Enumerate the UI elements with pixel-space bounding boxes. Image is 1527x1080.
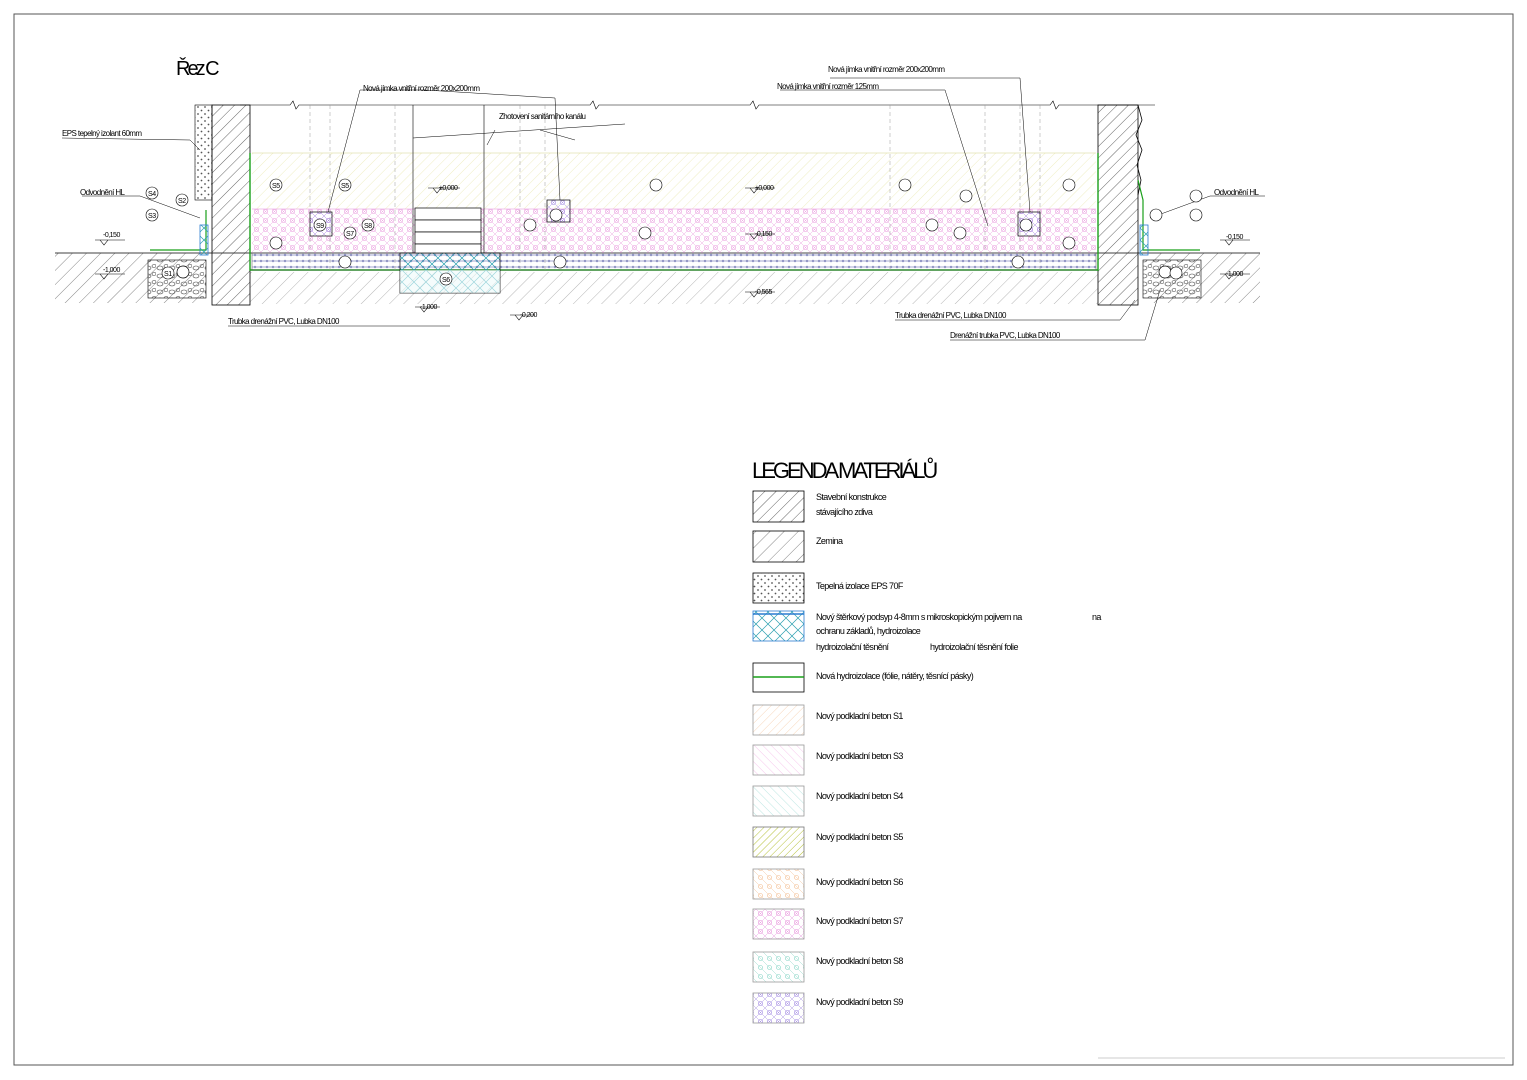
section-drawing [55,77,1265,341]
legend-item-s7: Nový podkladní beton S7 [752,908,904,940]
legend-item-membrane: Nová hydroizolace (fólie, nátěry, těsníc… [752,662,974,693]
svg-text:Stavební konstrukce: Stavební konstrukce [816,492,887,502]
drain-gravel-left [147,259,207,299]
marker-s3: S3 [148,213,156,220]
shaft-label-right-1: Nová jímka vnitřní rozměr 200x200mm [828,65,945,74]
drain-gravel-right [1142,259,1202,299]
eps-label: EPS tepelný izolant 60mm [62,129,142,138]
legend-title: LEGENDA MATERIÁLŮ [752,458,937,483]
svg-text:Nová hydroizolace (fólie, nátě: Nová hydroizolace (fólie, nátěry, těsníc… [816,671,974,681]
pipe-label-right-2: Drenážní trubka PVC, Lubka DN100 [950,331,1061,340]
svg-text:Nový podkladní beton S5: Nový podkladní beton S5 [816,832,903,842]
marker-s1: S1 [164,271,172,278]
marker-s5-a: S5 [272,183,280,190]
annotations: Nová jímka vnitřní rozměr 200x200mm Nová… [62,65,1260,340]
drain-pipe-left [176,265,190,279]
legend-item-soil: Zemina [752,530,844,563]
svg-text:Nový podkladní beton S7: Nový podkladní beton S7 [816,916,903,926]
sheet-border [13,13,1514,1066]
legend: LEGENDA MATERIÁLŮ Stavební konstrukce st… [752,458,1102,1024]
svg-text:Nový podkladní beton S9: Nový podkladní beton S9 [816,997,903,1007]
svg-text:Zemina: Zemina [816,536,843,546]
legend-item-s1: Nový podkladní beton S1 [752,704,904,736]
drain-label-right: Odvodnění HL [1214,188,1260,197]
legend-item-s6: Nový podkladní beton S6 [752,868,904,900]
drain-label-left: Odvodnění HL [80,188,126,197]
marker-s2: S2 [178,198,186,205]
layer-s9 [251,252,1097,271]
layer-s5 [252,153,1096,209]
svg-text:Nový podkladní beton S3: Nový podkladní beton S3 [816,751,903,761]
level-bottom: -0,565 [755,289,772,296]
svg-text:hydroizolační těsnění folie: hydroizolační těsnění folie [930,642,1018,652]
marker-s6: S6 [442,277,450,284]
wall-left [211,104,251,306]
level-pit-right: -0,200 [520,312,537,319]
legend-item-eps: Tepelná izolace EPS 70F [752,572,904,604]
svg-text:hydroizolační těsnění: hydroizolační těsnění [816,642,890,652]
pipe-label-right-1: Trubka drenážní PVC, Lubka DN100 [895,311,1007,320]
level-below-left: -1,000 [103,267,120,274]
channel-label: Zhotovení sanitárního kanálu [499,112,586,121]
wall-right [1097,104,1139,306]
svg-text:Nový podkladní beton S4: Nový podkladní beton S4 [816,791,903,801]
marker-s9: S9 [316,223,324,230]
legend-item-s9: Nový podkladní beton S9 [752,992,904,1024]
svg-text:na: na [1092,612,1101,622]
svg-text:Nový štěrkový podsyp 4-8mm s m: Nový štěrkový podsyp 4-8mm s mikroskopic… [816,612,1022,622]
legend-item-wall: Stavební konstrukce stávajícího zdiva [752,490,887,523]
svg-text:Nový podkladní beton S1: Nový podkladní beton S1 [816,711,903,721]
level-top: ±0,000 [439,185,458,192]
shaft-label-right-2: Nová jímka vnitřní rozměr 125mm [777,82,879,91]
svg-text:Nový podkladní beton S6: Nový podkladní beton S6 [816,877,903,887]
drain-pipe-right [1158,265,1172,279]
shaft-label-left: Nová jímka vnitřní rozměr 200x200mm [363,84,480,93]
marker-s8: S8 [364,223,372,230]
pipe-label-left: Trubka drenážní PVC, Lubka DN100 [228,317,340,326]
level-ground-left: -0,150 [103,232,120,239]
eps-insulation-left [194,104,213,201]
svg-text:Nový podkladní beton S8: Nový podkladní beton S8 [816,956,903,966]
legend-item-s4: Nový podkladní beton S4 [752,785,904,817]
legend-item-s3: Nový podkladní beton S3 [752,744,904,776]
marker-s4: S4 [148,191,156,198]
marker-s5-b: S5 [341,183,349,190]
level-ground-right: -0,150 [1226,234,1243,241]
svg-text:stávajícího zdiva: stávajícího zdiva [816,507,873,517]
level-below-right: -1,000 [1226,271,1243,278]
level-pit: -1,000 [420,304,437,311]
level-mid: -0,150 [755,231,772,238]
legend-item-s8: Nový podkladní beton S8 [752,951,904,983]
marker-labels: S5 S5 S9 S7 S8 S3 S1 S2 S4 S6 [148,183,451,284]
soil-under-floor [250,272,1098,304]
marker-s7: S7 [346,231,354,238]
svg-text:ochranu základů, hydroizolace: ochranu základů, hydroizolace [816,626,921,636]
level-top-right: ±0,000 [755,185,774,192]
layer-s7 [252,209,1096,253]
section-title: Řez C [176,57,219,80]
svg-text:Tepelná izolace EPS 70F: Tepelná izolace EPS 70F [816,581,904,591]
legend-item-gravel: Nový štěrkový podsyp 4-8mm s mikroskopic… [752,610,1102,652]
legend-item-s5: Nový podkladní beton S5 [752,826,904,858]
